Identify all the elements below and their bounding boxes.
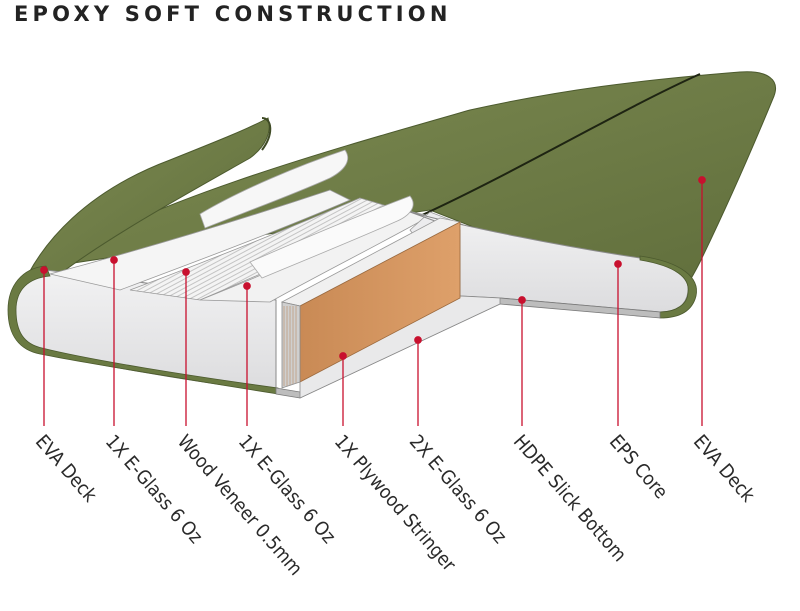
pointer-leaders xyxy=(40,176,706,426)
eva-deck-flap-edge xyxy=(261,117,272,151)
eva-deck-peeled-flap xyxy=(17,117,270,298)
eglass-layer-1 xyxy=(49,189,351,291)
glass-curl-2 xyxy=(249,195,414,279)
eva-deck-top-surface xyxy=(39,71,776,306)
diagram-title: EPOXY SOFT CONSTRUCTION xyxy=(14,2,452,26)
plywood-stringer-side xyxy=(281,301,301,389)
deck-stringer-line xyxy=(419,73,701,217)
glass-curl-1 xyxy=(199,149,349,229)
wood-veneer-layer xyxy=(129,197,402,301)
plywood-laminate-lines xyxy=(283,306,297,386)
